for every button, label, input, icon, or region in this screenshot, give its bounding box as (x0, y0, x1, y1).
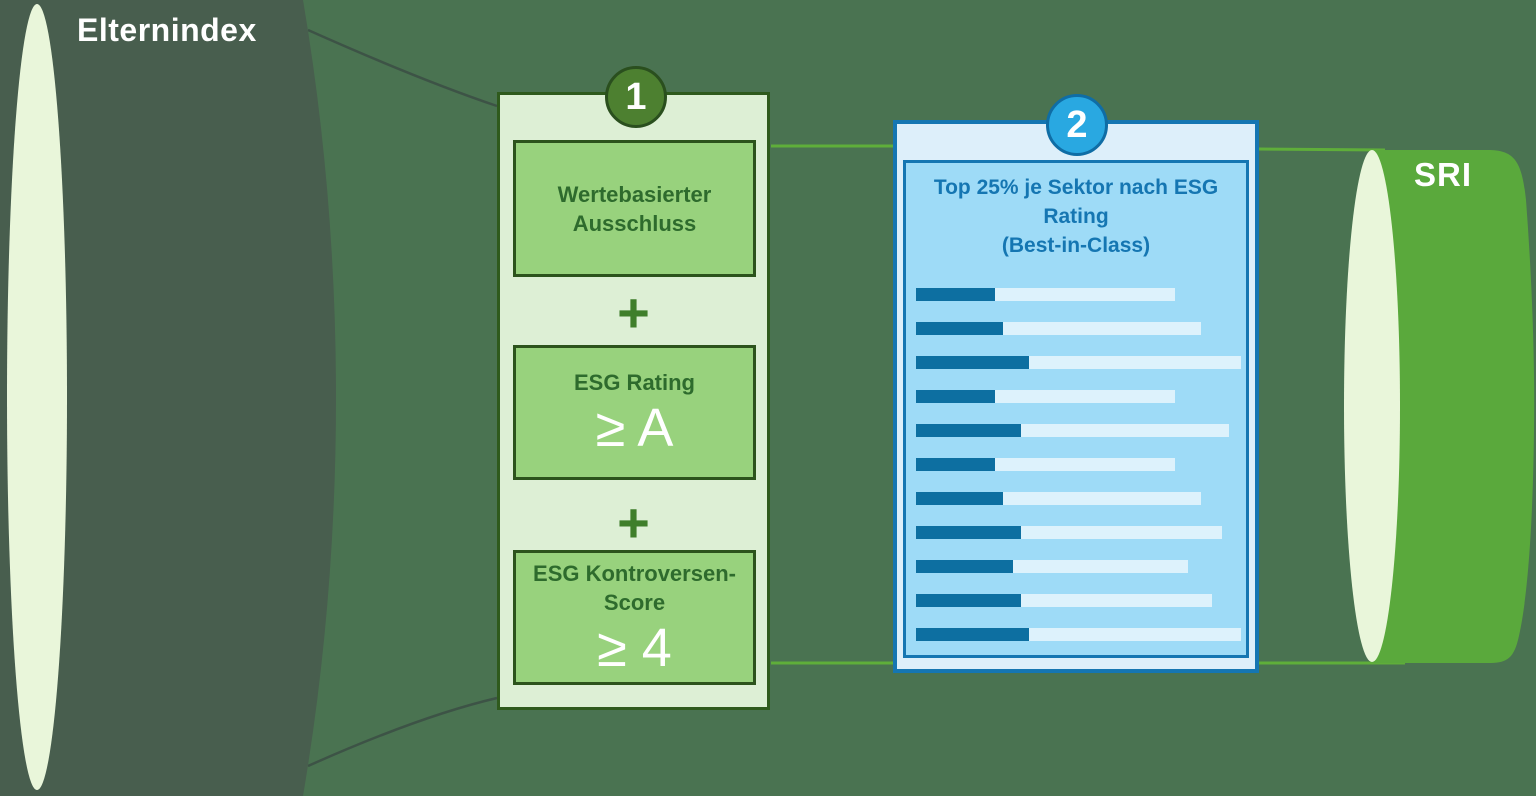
bar-track (916, 627, 1241, 641)
best-in-class-title: Top 25% je Sektor nach ESG Rating (Best-… (933, 176, 1219, 257)
step1-panel: Wertebasierter Ausschluss + ESG Rating ≥… (497, 92, 770, 710)
plus-sign-1: + (617, 281, 650, 344)
bar-track (916, 321, 1201, 335)
bar-fill (916, 627, 1029, 641)
esg-controversy-box: ESG Kontroversen- Score ≥ 4 (513, 550, 756, 685)
bar-row (916, 549, 1241, 583)
bars-list (916, 277, 1241, 651)
bar-fill (916, 423, 1021, 437)
values-exclusion-label: Wertebasierter Ausschluss (557, 181, 712, 236)
bar-row (916, 311, 1241, 345)
bar-row (916, 447, 1241, 481)
bar-row (916, 413, 1241, 447)
bar-row (916, 515, 1241, 549)
best-in-class-box: Top 25% je Sektor nach ESG Rating (Best-… (903, 160, 1249, 658)
bar-track (916, 423, 1229, 437)
bar-fill (916, 355, 1029, 369)
values-exclusion-box: Wertebasierter Ausschluss (513, 140, 756, 277)
bar-track (916, 525, 1222, 539)
bar-fill (916, 457, 995, 471)
bar-fill (916, 525, 1021, 539)
esg-rating-threshold: ≥ A (595, 398, 674, 458)
bar-row (916, 277, 1241, 311)
esg-controversy-label: ESG Kontroversen- Score (533, 560, 736, 615)
bar-track (916, 355, 1241, 369)
step2-panel: Top 25% je Sektor nach ESG Rating (Best-… (893, 120, 1259, 673)
bar-fill (916, 321, 1003, 335)
parent-index-label: Elternindex (77, 12, 257, 48)
connector-bottom-left (307, 696, 498, 768)
bar-fill (916, 389, 995, 403)
bar-row (916, 583, 1241, 617)
esg-controversy-threshold: ≥ 4 (597, 617, 672, 678)
bar-track (916, 457, 1175, 471)
bar-track (916, 491, 1201, 505)
step2-badge: 2 (1046, 94, 1108, 156)
connector-top-right (1258, 147, 1386, 152)
connector-top-left (307, 28, 498, 108)
sri-label: SRI (1414, 156, 1473, 193)
parent-index-cylinder-cap (7, 4, 67, 790)
esg-rating-box: ESG Rating ≥ A (513, 345, 756, 480)
bar-track (916, 287, 1175, 301)
plus-sign-2: + (617, 491, 650, 554)
bar-row (916, 481, 1241, 515)
bar-fill (916, 491, 1003, 505)
bar-fill (916, 593, 1021, 607)
step1-badge: 1 (605, 66, 667, 128)
bar-track (916, 389, 1175, 403)
bar-fill (916, 287, 995, 301)
bar-track (916, 593, 1212, 607)
sri-cylinder-cap (1344, 150, 1400, 662)
bar-track (916, 559, 1188, 573)
bar-row (916, 617, 1241, 651)
esg-rating-label: ESG Rating (573, 370, 695, 395)
bar-row (916, 379, 1241, 413)
sri-cylinder (1372, 150, 1535, 663)
bar-fill (916, 559, 1013, 573)
parent-index-cylinder (0, 0, 336, 796)
bar-row (916, 345, 1241, 379)
